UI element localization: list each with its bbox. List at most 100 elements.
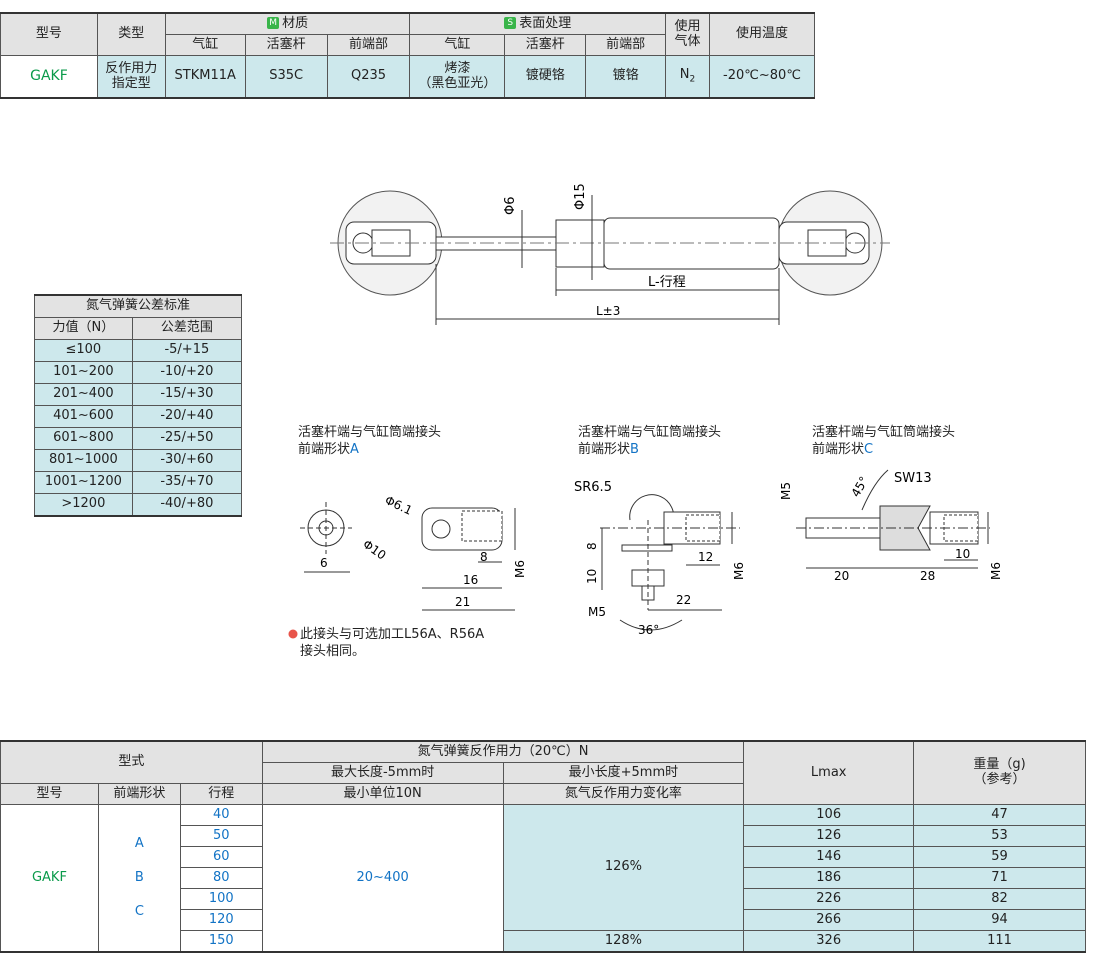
temp-cell: -20℃~80℃ <box>708 55 816 99</box>
cyl-surface: 烤漆 （黑色亚光） <box>409 55 506 99</box>
sub-header: 气缸 <box>164 34 246 56</box>
dim-c-45: 45° <box>848 474 871 499</box>
shapeB-caption-text: 前端形状 <box>578 442 631 457</box>
dim-b-8: 8 <box>585 542 599 550</box>
shapeB-washer <box>621 544 673 552</box>
header-gas-l2: 气体 <box>674 33 701 49</box>
shape-cell: A B C <box>97 804 181 953</box>
header-weight-l2: （参考） <box>973 772 1026 787</box>
header-lmax: Lmax <box>743 740 915 805</box>
dim-c-m6: M6 <box>989 562 1003 580</box>
sub-header: 前端部 <box>585 34 667 56</box>
tolerance-force: 1001~1200 <box>34 471 133 494</box>
shapeA-letter: A <box>350 442 359 457</box>
sub-header: 活塞杆 <box>244 34 328 56</box>
model-cell: GAKF <box>0 55 98 99</box>
tolerance-range: -35/+70 <box>131 471 243 494</box>
surface-tag-icon: S <box>504 17 517 30</box>
dim-b-m5: M5 <box>588 605 606 619</box>
shapeB-angle-arc <box>619 619 683 631</box>
weight-cell: 94 <box>913 909 1086 931</box>
selection-table: 型式 氮气弹簧反作用力（20℃）N Lmax 重量（g) （参考） 最大长度-5… <box>0 740 1086 953</box>
stroke-cell: 80 <box>179 867 263 889</box>
sub-header: 活塞杆 <box>504 34 587 56</box>
header-weight: 重量（g) （参考） <box>913 740 1086 805</box>
cyl-surface-l2: （黑色亚光） <box>418 75 497 91</box>
tolerance-range: -15/+30 <box>131 383 243 406</box>
lmax-cell: 126 <box>743 825 915 847</box>
tolerance-force: >1200 <box>34 493 133 517</box>
dim-c-28: 28 <box>920 569 935 583</box>
tolerance-force: 101~200 <box>34 361 133 384</box>
shape-a: A <box>134 836 144 851</box>
stroke-cell: 100 <box>179 888 263 910</box>
rod-surface: 镀硬铬 <box>504 55 587 99</box>
type-cell: 反作用力 指定型 <box>96 55 166 99</box>
shapeB-caption: 活塞杆端与气缸筒端接头 前端形状B <box>578 424 721 458</box>
shapeB-letter: B <box>630 442 639 457</box>
header-weight-l1: 重量（g) <box>973 757 1026 773</box>
dim-b-22: 22 <box>676 593 691 607</box>
lmax-cell: 226 <box>743 888 915 910</box>
shapeC-caption-text: 前端形状 <box>812 442 865 457</box>
tolerance-force: 601~800 <box>34 427 133 450</box>
dim-a-6: 6 <box>320 556 328 570</box>
dim-b-sr: SR6.5 <box>574 480 612 495</box>
sub-header: 气缸 <box>409 34 506 56</box>
shapeA-caption: 活塞杆端与气缸筒端接头 前端形状A <box>298 424 441 458</box>
note: 此接头与可选加工L56A、R56A 接头相同。 <box>300 626 484 660</box>
rate-cell-150: 128% <box>502 930 745 953</box>
dim-dia6: Φ6 <box>503 196 518 215</box>
header-max: 最大长度-5mm时 <box>261 762 504 784</box>
dim-l-tol: L±3 <box>596 304 620 318</box>
header-front: 前端形状 <box>97 783 181 805</box>
dim-c-10: 10 <box>955 547 970 561</box>
tolerance-range: -5/+15 <box>131 339 243 362</box>
type-l2: 指定型 <box>111 75 151 91</box>
header-force: 氮气弹簧反作用力（20℃）N <box>261 740 745 763</box>
lmax-cell: 186 <box>743 867 915 889</box>
header-material-label: 材质 <box>282 15 309 31</box>
front-surface: 镀铬 <box>585 55 667 99</box>
dim-c-m5: M5 <box>779 482 793 500</box>
weight-cell: 111 <box>913 930 1086 953</box>
dim-a-dia10: Φ10 <box>360 537 388 563</box>
model-cell: GAKF <box>0 804 99 953</box>
tolerance-range: -25/+50 <box>131 427 243 450</box>
stroke-cell: 120 <box>179 909 263 931</box>
shapeC-caption-l2: 前端形状C <box>812 441 955 458</box>
tolerance-range: -30/+60 <box>131 449 243 472</box>
rate-cell: 126% <box>502 804 745 931</box>
tolerance-range: -20/+40 <box>131 405 243 428</box>
technical-drawing: Φ6 Φ15 L-行程 L±3 Φ6.1 Φ10 6 8 16 21 M6 <box>288 183 1003 639</box>
shapeC-angle-arc <box>861 469 889 511</box>
header-temp: 使用温度 <box>708 12 816 56</box>
dim-a-8: 8 <box>480 550 488 564</box>
header-min: 最小长度+5mm时 <box>502 762 745 784</box>
front-material: Q235 <box>326 55 411 99</box>
force-range-cell: 20~400 <box>261 804 504 953</box>
sub-header: 前端部 <box>326 34 411 56</box>
tolerance-table: 氮气弹簧公差标准 力值（N） 公差范围 ≤100-5/+15 101~200-1… <box>34 294 243 517</box>
header-model: 型号 <box>0 783 99 805</box>
gas-cell: N2 <box>665 55 710 99</box>
tolerance-range: -40/+80 <box>131 493 243 517</box>
shapeB-caption-l2: 前端形状B <box>578 441 721 458</box>
lmax-cell: 266 <box>743 909 915 931</box>
tolerance-header-force: 力值（N） <box>34 317 133 340</box>
weight-cell: 53 <box>913 825 1086 847</box>
dim-a-dia61: Φ6.1 <box>383 493 415 518</box>
header-surface-label: 表面处理 <box>519 15 572 31</box>
dim-b-10: 10 <box>585 569 599 584</box>
shapeB-caption-l1: 活塞杆端与气缸筒端接头 <box>578 425 722 440</box>
header-rate: 氮气反作用力变化率 <box>502 783 745 805</box>
shapeA-caption-l2: 前端形状A <box>298 441 441 458</box>
dim-b-m6: M6 <box>732 562 746 580</box>
stroke-cell: 150 <box>179 930 263 953</box>
note-l2: 接头相同。 <box>300 644 366 659</box>
tolerance-force: 201~400 <box>34 383 133 406</box>
header-model: 型号 <box>0 12 98 56</box>
stroke-cell: 40 <box>179 804 263 826</box>
